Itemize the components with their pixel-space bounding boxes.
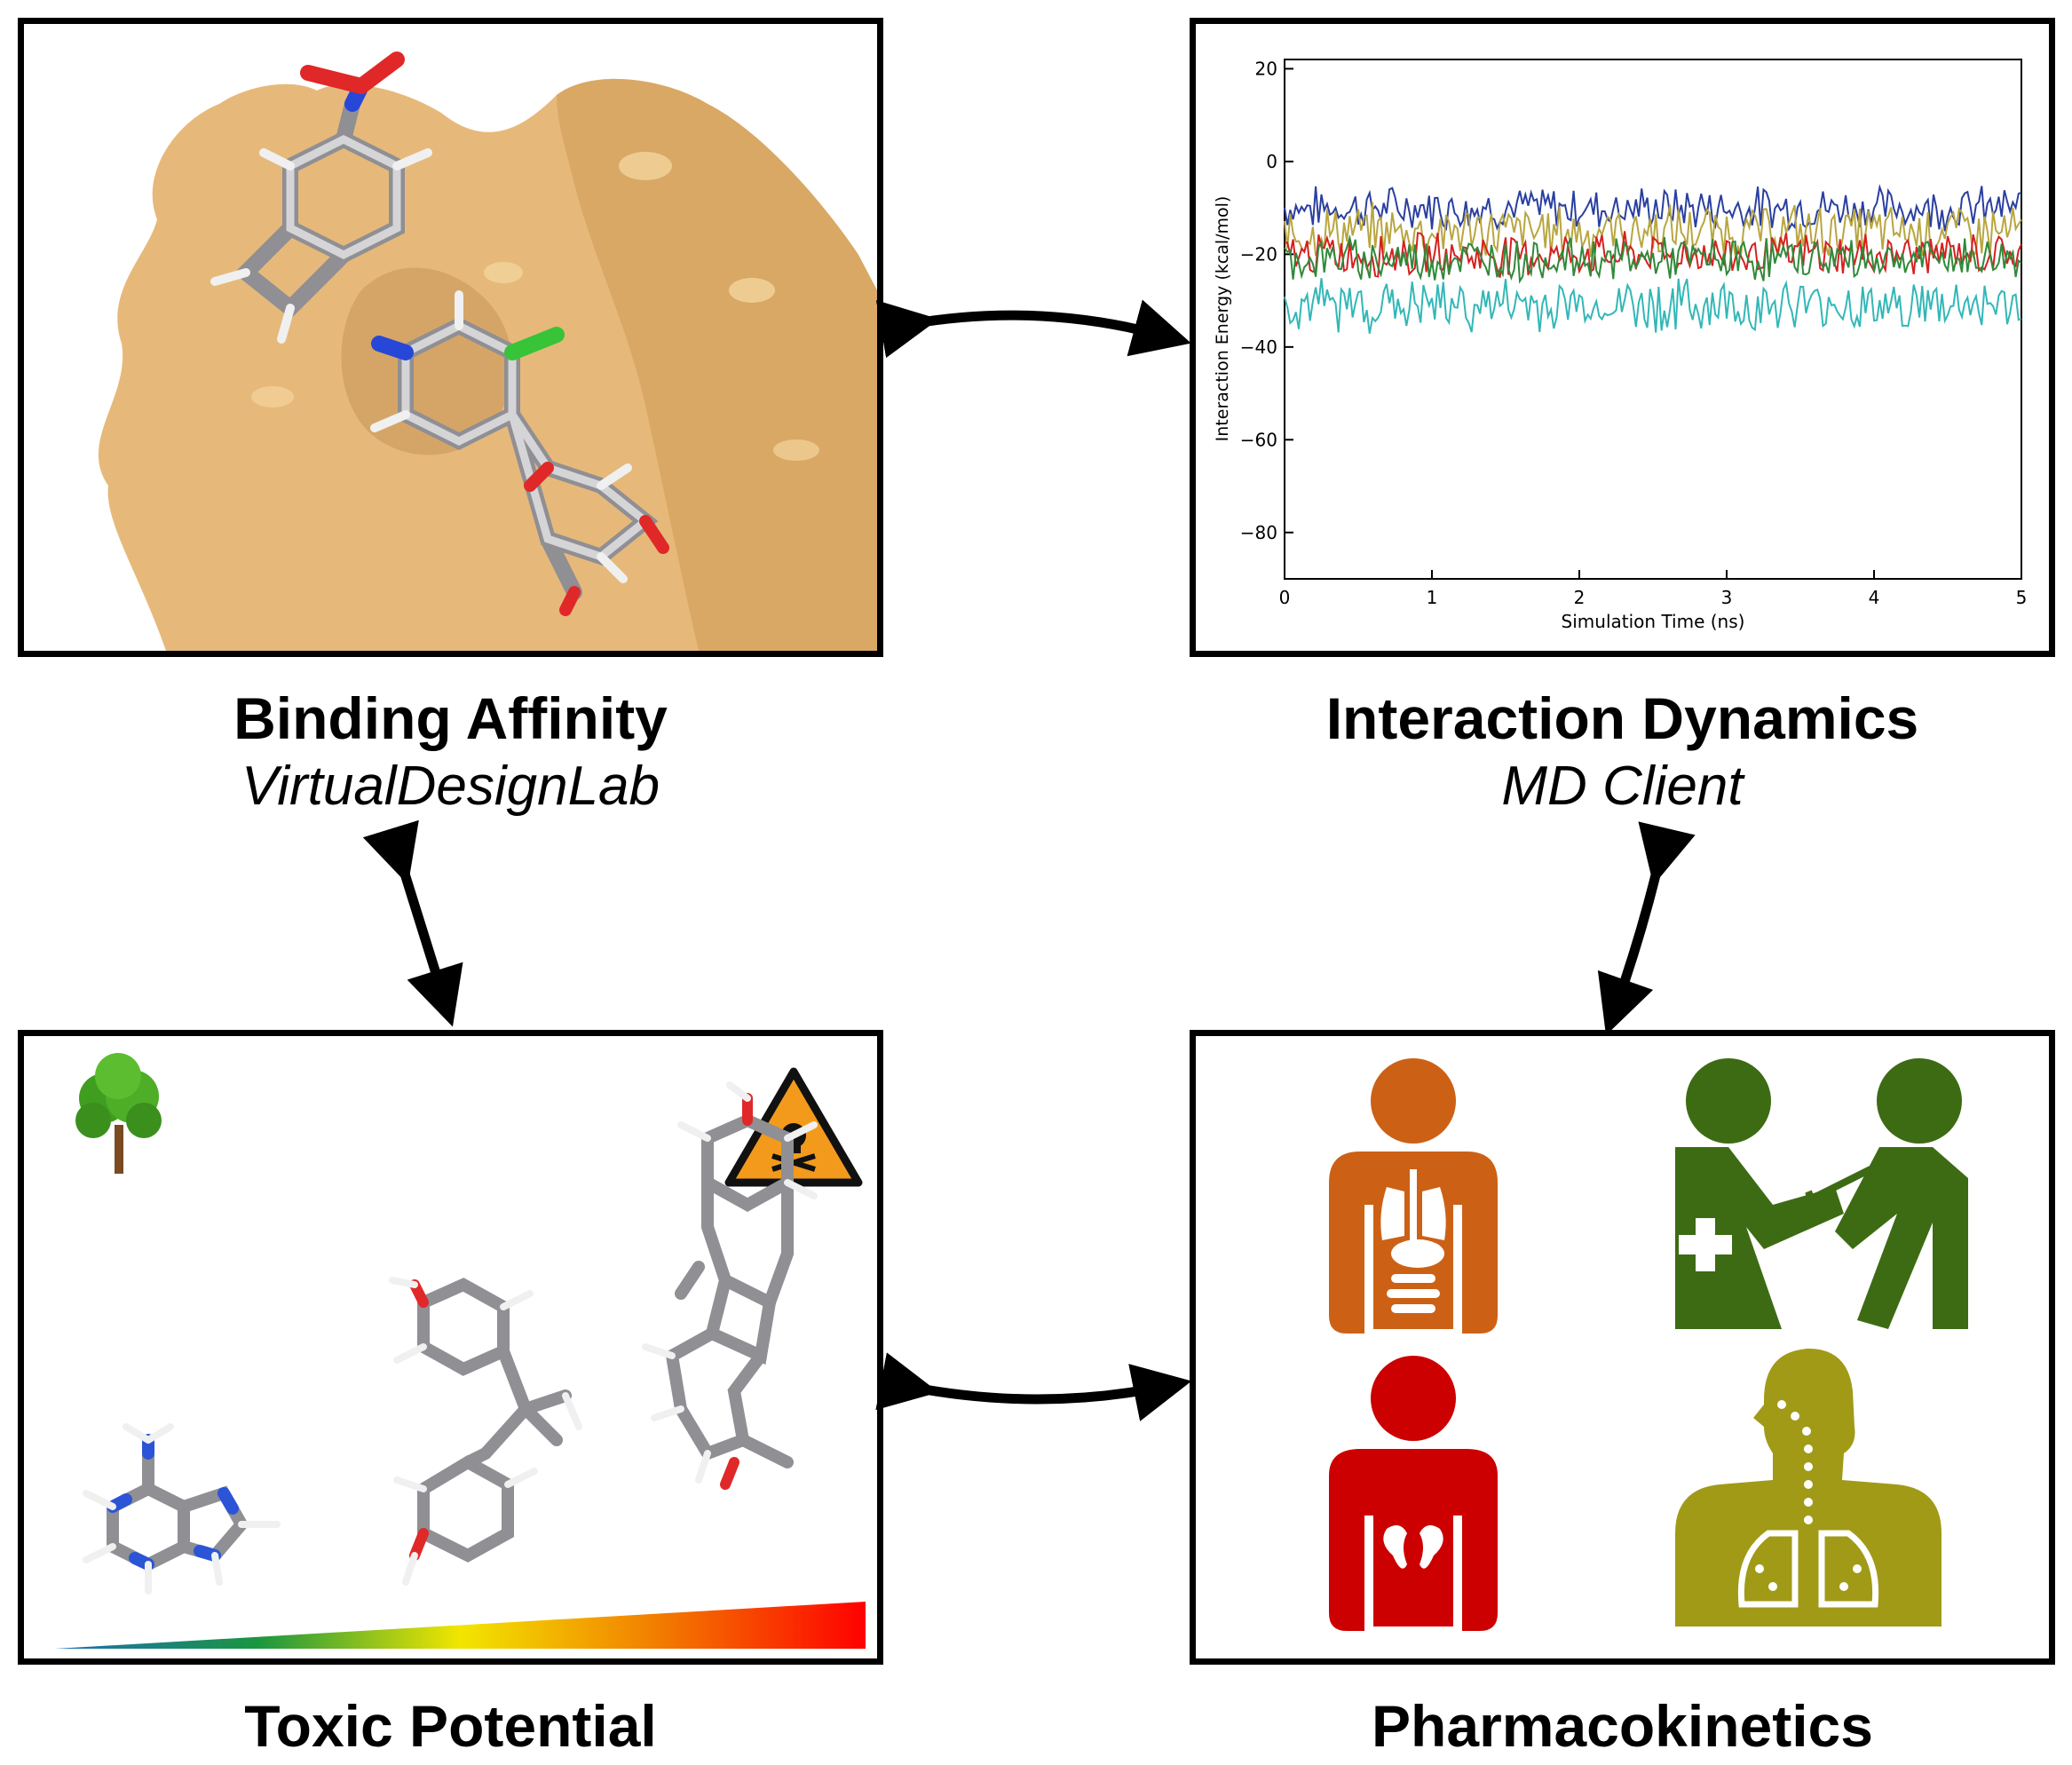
x-tick-label: 0 — [1279, 587, 1291, 608]
y-tick-label: −20 — [1240, 243, 1277, 265]
x-tick-label: 5 — [2016, 587, 2028, 608]
energy-series-line-5 — [1284, 278, 2022, 334]
small-molecule-2 — [389, 1277, 582, 1586]
binding-affinity-subtitle: VirtualDesignLab — [241, 756, 660, 817]
energy-series-line-1 — [1284, 184, 2022, 232]
x-tick-label: 1 — [1427, 587, 1438, 608]
interaction-dynamics-panel: 0 1 2 3 4 5 20 0 −20 −40 −60 −80 Simulation Time (… — [1190, 18, 2055, 657]
y-tick-label: 20 — [1255, 58, 1277, 79]
arrow-binding-dynamics — [875, 299, 1191, 359]
interaction-dynamics-subtitle: MD Client — [1501, 756, 1744, 817]
binding-affinity-title: Binding Affinity — [233, 685, 668, 751]
arrow-toxic-pk — [875, 1352, 1192, 1421]
interaction-dynamics-title: Interaction Dynamics — [1325, 685, 1919, 751]
y-axis-label: Interaction Energy (kcal/mol) — [1213, 196, 1232, 442]
energy-series-line-2 — [1284, 202, 2022, 259]
protein-ligand-image — [24, 24, 877, 651]
y-tick-label: −40 — [1240, 336, 1277, 358]
kidney-body-icon — [1329, 1356, 1498, 1631]
y-tick-label: −80 — [1240, 522, 1277, 543]
arrow-dynamics-pk — [1597, 821, 1696, 1036]
small-molecule-3 — [642, 1081, 818, 1490]
x-axis-label: Simulation Time (ns) — [1562, 611, 1745, 632]
toxic-potential-panel — [18, 1030, 883, 1665]
toxic-potential-title: Toxic Potential — [244, 1693, 657, 1759]
y-tick-label: 0 — [1266, 151, 1277, 172]
small-molecule-1 — [83, 1423, 281, 1595]
injection-icon — [1675, 1058, 1968, 1329]
arrow-binding-toxic — [362, 819, 463, 1027]
x-tick-label: 4 — [1869, 587, 1880, 608]
x-tick-label: 2 — [1574, 587, 1586, 608]
binding-affinity-panel — [18, 18, 883, 657]
x-tick-label: 3 — [1721, 587, 1733, 608]
organs-body-icon — [1329, 1058, 1498, 1334]
toxicity-gradient-bar — [55, 1602, 866, 1649]
ligand-molecule — [210, 51, 669, 616]
pharmacokinetics-title: Pharmacokinetics — [1372, 1693, 1873, 1759]
interaction-energy-chart: 0 1 2 3 4 5 20 0 −20 −40 −60 −80 Simulation Time (… — [1213, 58, 2028, 632]
y-tick-label: −60 — [1240, 429, 1277, 450]
energy-series-line-4 — [1284, 233, 2022, 284]
lungs-head-icon — [1675, 1349, 1942, 1626]
pharmacokinetics-panel — [1190, 1030, 2055, 1665]
tree-icon — [75, 1053, 162, 1174]
